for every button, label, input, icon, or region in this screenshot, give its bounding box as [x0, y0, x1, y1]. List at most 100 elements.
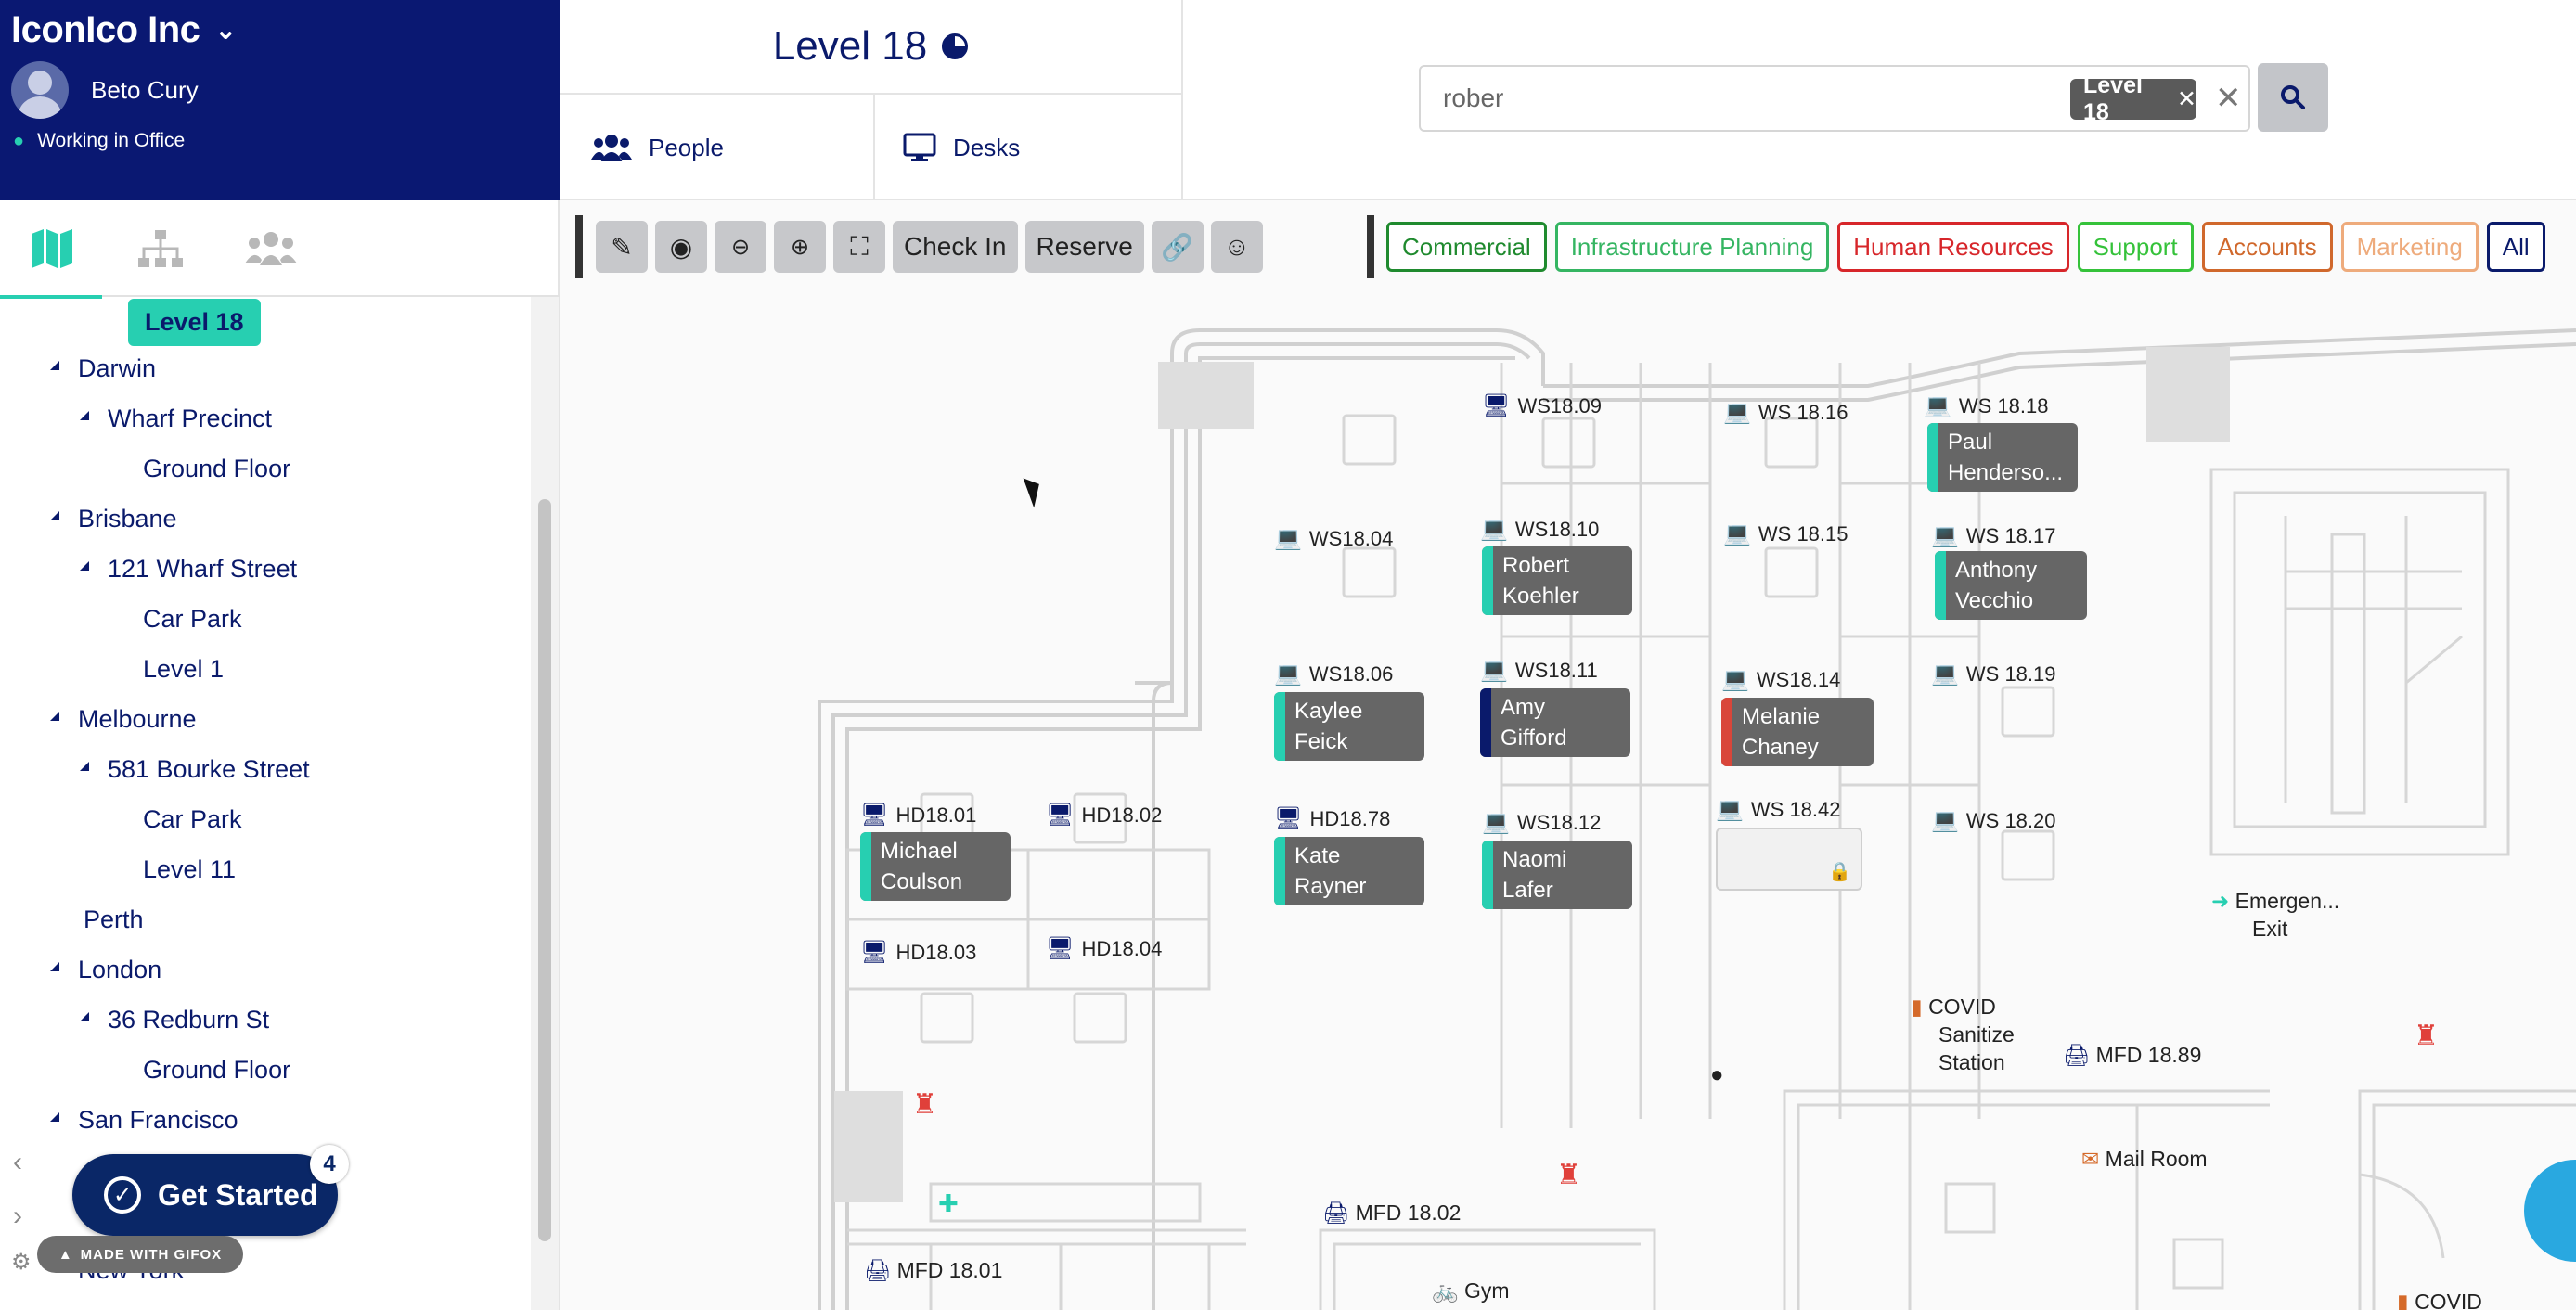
tab-map[interactable]	[0, 221, 102, 299]
tree-item[interactable]: Perth	[84, 905, 144, 934]
tree-item[interactable]: Ground Floor	[143, 1056, 290, 1085]
desk-label[interactable]: 🖥WS18.09	[1482, 392, 1602, 419]
tree-item[interactable]: Darwin	[50, 354, 156, 383]
desk-label[interactable]: 💻WS 18.15	[1723, 520, 1848, 547]
desk-label[interactable]: 🖥HD18.03	[860, 939, 976, 966]
desk-label[interactable]: 💻WS 18.20	[1931, 807, 2056, 834]
expand-icon[interactable]	[80, 560, 89, 571]
tree-item[interactable]: Wharf Precinct	[80, 405, 272, 433]
printer-mfd-1801[interactable]: 🖨 MFD 18.01	[864, 1256, 1002, 1284]
filter-marketing[interactable]: Marketing	[2340, 222, 2479, 272]
printer-mfd-1802[interactable]: 🖨 MFD 18.02	[1322, 1199, 1461, 1227]
desk-label[interactable]: 💻WS 18.19	[1931, 661, 2056, 687]
filter-infrastructure-planning[interactable]: Infrastructure Planning	[1554, 222, 1830, 272]
tree-item[interactable]: London	[50, 956, 161, 984]
desk-label[interactable]: 🖥HD18.02	[1046, 802, 1162, 828]
desk-label[interactable]: 💻WS18.12	[1482, 809, 1601, 836]
scrollbar-thumb[interactable]	[538, 499, 551, 1241]
tree-item[interactable]: 36 Redburn St	[80, 1006, 269, 1034]
expand-icon[interactable]	[50, 1111, 59, 1122]
expand-icon[interactable]	[50, 961, 59, 971]
desk-label[interactable]: 💻WS18.06	[1274, 661, 1393, 687]
tree-item[interactable]: 121 Wharf Street	[80, 555, 297, 584]
company-switcher[interactable]: IconIco Inc ⌄	[11, 9, 237, 51]
clear-search-icon[interactable]: ✕	[2215, 81, 2242, 116]
desk-label[interactable]: 🖥HD18.78	[1274, 805, 1390, 832]
covid-station[interactable]: ▮ COVID Sanitize Station	[1911, 993, 2015, 1076]
gym[interactable]: 🚲 Gym	[1432, 1277, 1510, 1304]
desk-label[interactable]: 🖥HD18.04	[1046, 935, 1162, 962]
mail-room[interactable]: ✉ Mail Room	[2081, 1145, 2208, 1173]
desk-label[interactable]: 💻WS18.10	[1480, 516, 1599, 543]
locate-button[interactable]: ◉	[655, 221, 707, 273]
filter-all[interactable]: All	[2486, 222, 2545, 272]
covid-station-2[interactable]: ▮ COVID	[2397, 1288, 2482, 1310]
tab-teams[interactable]	[243, 221, 299, 276]
desk-label[interactable]: 💻WS 18.17	[1931, 522, 2056, 549]
desk-label[interactable]: 💻WS 18.42	[1716, 796, 1841, 823]
expand-icon[interactable]	[50, 510, 59, 520]
map-pin-icon[interactable]: ●	[1710, 1062, 1724, 1087]
user-row[interactable]: Beto Cury	[11, 61, 199, 119]
reserve-button[interactable]: Reserve	[1024, 221, 1144, 273]
edit-button[interactable]: ✎	[596, 221, 648, 273]
desk-label[interactable]: 🖥HD18.01	[860, 802, 976, 828]
fit-screen-button[interactable]: ⛶	[833, 221, 885, 273]
tree-item[interactable]: Level 11	[143, 855, 236, 884]
filter-support[interactable]: Support	[2077, 222, 2194, 272]
tree-item[interactable]: Brisbane	[50, 505, 177, 533]
link-button[interactable]: 🔗	[1151, 221, 1204, 273]
printer-mfd-1889[interactable]: 🖨 MFD 18.89	[2063, 1041, 2201, 1069]
zoom-in-button[interactable]: ⊕	[774, 221, 826, 273]
search-button[interactable]	[2258, 63, 2328, 132]
expand-icon[interactable]	[50, 360, 59, 370]
expand-icon[interactable]	[80, 761, 89, 771]
emergency-exit[interactable]: ➜ Emergen... Exit	[2211, 887, 2339, 943]
filter-human-resources[interactable]: Human Resources	[1837, 222, 2069, 272]
filter-chip[interactable]: Level 18 ✕	[2070, 72, 2196, 125]
desk-label[interactable]: 💻WS 18.18	[1924, 392, 2049, 419]
expand-icon[interactable]	[50, 711, 59, 721]
expand-icon[interactable]	[80, 1011, 89, 1021]
get-started-button[interactable]: ✓ Get Started	[72, 1154, 338, 1236]
zoom-out-button[interactable]: ⊖	[715, 221, 766, 273]
locked-desk[interactable]: 🔒	[1716, 828, 1862, 891]
tree-item[interactable]: Ground Floor	[143, 455, 290, 483]
tree-item[interactable]: 581 Bourke Street	[80, 755, 310, 784]
desk-label[interactable]: 💻WS 18.16	[1723, 399, 1848, 426]
account-button[interactable]: ☺	[1210, 221, 1263, 273]
expand-icon[interactable]	[80, 410, 89, 420]
gear-icon[interactable]: ⚙	[11, 1250, 32, 1275]
close-icon[interactable]: ✕	[2177, 86, 2196, 112]
tree-item[interactable]: Melbourne	[50, 705, 197, 734]
desk-label[interactable]: 💻WS18.11	[1480, 657, 1598, 684]
search-input[interactable]	[1443, 80, 2000, 117]
tree-item-selected[interactable]: Level 18	[128, 299, 261, 346]
pie-chart-icon[interactable]	[942, 33, 969, 59]
tree-item[interactable]: San Francisco	[50, 1106, 238, 1135]
filter-accounts[interactable]: Accounts	[2201, 222, 2333, 272]
check-in-button[interactable]: Check In	[893, 221, 1018, 273]
tree-item[interactable]: Car Park	[143, 605, 242, 634]
tree-item[interactable]: Level 1	[143, 655, 224, 684]
desk-label[interactable]: 💻WS18.14	[1721, 666, 1840, 693]
desk-label[interactable]: 💻WS18.04	[1274, 525, 1393, 552]
avatar[interactable]	[11, 61, 69, 119]
filter-commercial[interactable]: Commercial	[1386, 222, 1547, 272]
tree-item[interactable]: Car Park	[143, 805, 242, 834]
tab-desks[interactable]: Desks	[875, 95, 1183, 200]
presence-status[interactable]: ● Working in Office	[13, 130, 185, 152]
tab-org-chart[interactable]	[133, 221, 188, 276]
chevron-left-icon[interactable]: ‹	[13, 1147, 22, 1177]
chevron-right-icon[interactable]: ›	[13, 1201, 22, 1231]
